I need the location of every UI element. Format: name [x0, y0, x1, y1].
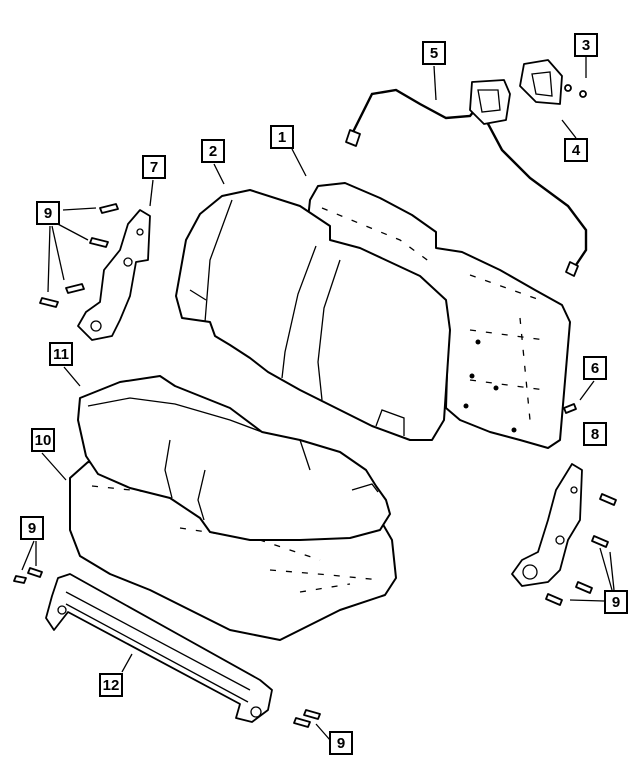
right-hinge-bracket: [511, 463, 583, 587]
callout-9-left-lower: 9: [20, 516, 44, 540]
callout-1: 1: [270, 125, 294, 149]
callout-8: 8: [583, 422, 607, 446]
callout-12: 12: [99, 673, 123, 697]
leader-lines: [21, 57, 615, 741]
callout-10: 10: [31, 428, 55, 452]
cushion-support-rail: [45, 573, 273, 723]
callout-2: 2: [201, 139, 225, 163]
back-frame-screw: [563, 403, 577, 414]
seat-back-cushion: [175, 189, 451, 441]
seat-cushion-cover: [77, 375, 391, 541]
release-bezel: [519, 59, 563, 105]
mounting-bolts: [13, 203, 617, 728]
callout-5: 5: [422, 41, 446, 65]
callout-3: 3: [574, 33, 598, 57]
callout-9-right: 9: [604, 590, 628, 614]
release-cable: [345, 79, 588, 277]
bezel-screws: [564, 84, 587, 98]
callout-6: 6: [583, 356, 607, 380]
left-hinge-bracket: [77, 209, 151, 341]
callout-4: 4: [564, 138, 588, 162]
callout-7: 7: [142, 155, 166, 179]
callout-9-left-upper: 9: [36, 201, 60, 225]
callout-9-bottom: 9: [329, 731, 353, 755]
callout-11: 11: [49, 342, 73, 366]
